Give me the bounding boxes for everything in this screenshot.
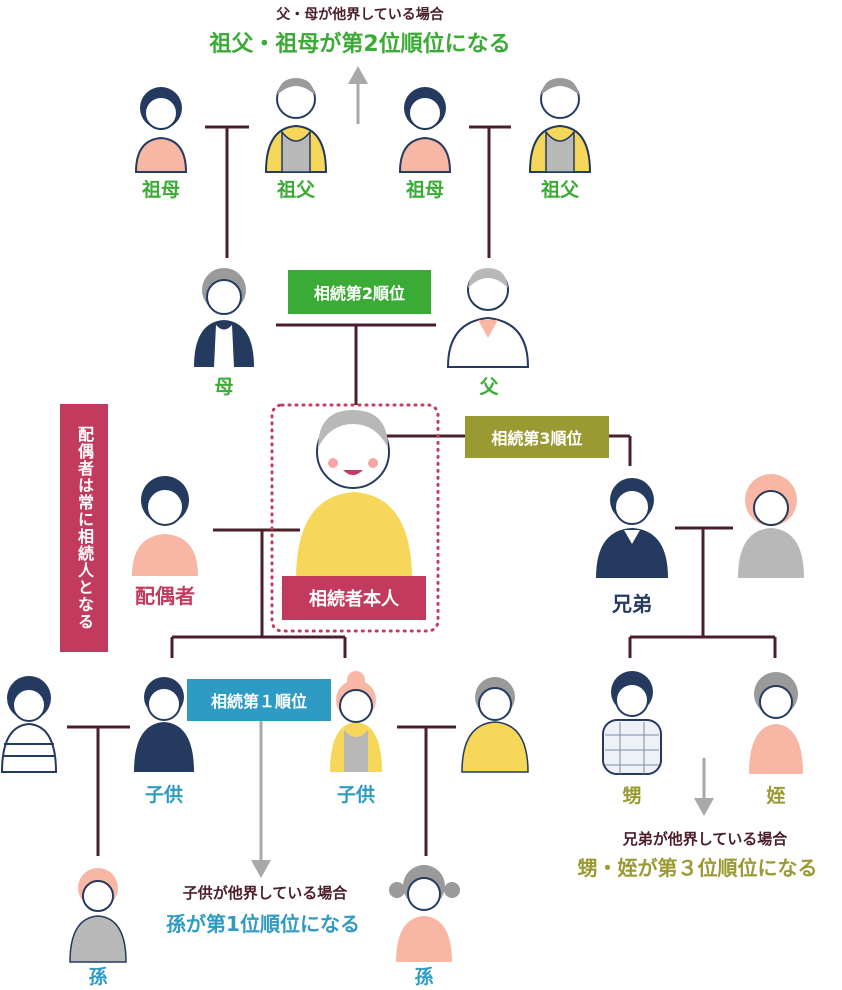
grandmother-label: 祖母 xyxy=(405,179,444,201)
niece-label: 姪 xyxy=(766,785,786,807)
grandchild-label: 孫 xyxy=(414,966,434,988)
arrow-down-icon xyxy=(251,718,271,878)
child-figure xyxy=(330,671,382,772)
grandchild-label: 孫 xyxy=(88,966,108,988)
grandparents-note-line2: 祖父・祖母が第2位順位になる xyxy=(209,32,511,57)
child-label: 子供 xyxy=(336,784,375,806)
grandfather-label: 祖父 xyxy=(276,179,315,201)
nephews-note-line2: 甥・姪が第３位順位になる xyxy=(577,856,818,880)
child-label: 子供 xyxy=(144,784,183,806)
father-figure xyxy=(446,268,530,368)
rank1-badge: 相続第１順位 xyxy=(187,679,331,721)
spouse-note-badge: 配偶者は常に相続人となる xyxy=(60,404,108,652)
nephew-label: 甥 xyxy=(622,785,642,807)
grandmother-label: 祖母 xyxy=(141,179,180,201)
grandfather-label: 祖父 xyxy=(540,179,579,201)
decedent-frame xyxy=(270,403,440,633)
sibling-spouse-figure xyxy=(738,474,804,578)
family-tree-lines xyxy=(67,125,777,856)
arrow-down-icon xyxy=(694,758,714,816)
sibling-figure xyxy=(596,478,668,578)
child-spouse-figure xyxy=(461,677,529,773)
grandchildren-note-line1: 子供が他界している場合 xyxy=(182,884,348,902)
mother-figure xyxy=(194,268,254,367)
grandchild-figure xyxy=(389,865,460,962)
grandchildren-note-line2: 孫が第1位順位になる xyxy=(166,912,360,936)
rank3-badge: 相続第3順位 xyxy=(465,416,609,458)
grandfather-figure xyxy=(528,78,592,173)
father-label: 父 xyxy=(479,376,499,398)
spouse-label: 配偶者 xyxy=(135,584,195,608)
arrow-up-icon xyxy=(348,66,368,124)
grandchild-figure xyxy=(69,868,127,963)
grandmother-figure xyxy=(134,87,188,173)
grandmother-figure xyxy=(398,87,452,173)
child-spouse-figure xyxy=(0,676,58,773)
nephews-note-line1: 兄弟が他界している場合 xyxy=(622,830,788,848)
niece-figure xyxy=(749,672,803,774)
grandparents-note-line1: 父・母が他界している場合 xyxy=(276,7,444,23)
grandfather-figure xyxy=(264,78,328,173)
rank2-badge: 相続第2順位 xyxy=(288,270,431,314)
decedent-badge: 相続者本人 xyxy=(282,576,426,620)
decedent-figure xyxy=(296,410,412,580)
nephew-figure xyxy=(602,671,662,775)
child-figure xyxy=(134,677,194,772)
sibling-label: 兄弟 xyxy=(612,592,652,616)
spouse-figure xyxy=(132,476,198,576)
mother-label: 母 xyxy=(214,376,234,398)
